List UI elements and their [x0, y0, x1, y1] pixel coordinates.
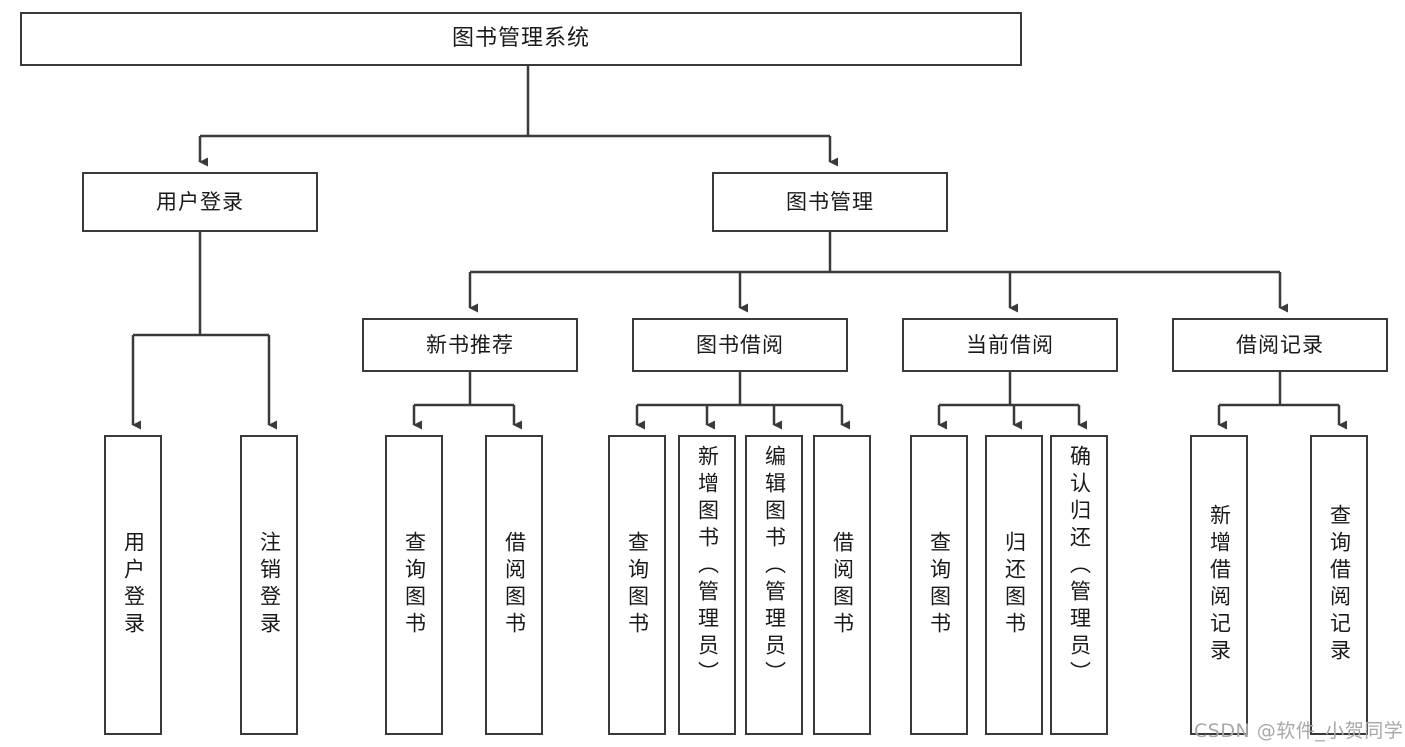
node-label: 新增借阅记录: [1207, 504, 1232, 666]
node-label: 编辑图书（管理员）: [762, 445, 787, 688]
node-label: 图书借阅: [696, 332, 784, 357]
node-label: 查询借阅记录: [1327, 504, 1352, 666]
node-current-borrow[interactable]: 当前借阅: [902, 318, 1118, 372]
node-leaf-query-book-3[interactable]: 查询图书: [910, 435, 968, 735]
watermark: CSDN @软件_小贺同学: [1194, 720, 1404, 742]
node-label: 确认归还（管理员）: [1067, 445, 1092, 688]
node-leaf-add-borrow-record[interactable]: 新增借阅记录: [1190, 435, 1248, 735]
node-root[interactable]: 图书管理系统: [20, 12, 1022, 66]
node-label: 查询图书: [927, 531, 952, 639]
node-leaf-borrow-book-1[interactable]: 借阅图书: [485, 435, 543, 735]
node-leaf-confirm-return-admin[interactable]: 确认归还（管理员）: [1050, 435, 1108, 735]
node-label: 借阅图书: [830, 531, 855, 639]
node-leaf-query-borrow-record[interactable]: 查询借阅记录: [1310, 435, 1368, 735]
node-label: 注销登录: [257, 531, 282, 639]
node-label: 用户登录: [156, 189, 244, 214]
node-label: 借阅记录: [1236, 332, 1324, 357]
node-label: 归还图书: [1002, 531, 1027, 639]
node-label: 查询图书: [402, 531, 427, 639]
node-book-manage[interactable]: 图书管理: [712, 172, 948, 232]
node-label: 图书管理: [786, 189, 874, 214]
node-label: 查询图书: [625, 531, 650, 639]
node-label: 新增图书（管理员）: [695, 445, 720, 688]
node-label: 用户登录: [121, 531, 146, 639]
node-label: 借阅图书: [502, 531, 527, 639]
node-leaf-query-book-2[interactable]: 查询图书: [608, 435, 666, 735]
node-label: 图书管理系统: [451, 26, 590, 52]
node-leaf-query-book-1[interactable]: 查询图书: [385, 435, 443, 735]
node-new-book-recommend[interactable]: 新书推荐: [362, 318, 578, 372]
node-user-login[interactable]: 用户登录: [82, 172, 318, 232]
node-book-borrow[interactable]: 图书借阅: [632, 318, 848, 372]
node-leaf-add-book-admin[interactable]: 新增图书（管理员）: [678, 435, 736, 735]
node-leaf-return-book[interactable]: 归还图书: [985, 435, 1043, 735]
node-borrow-record[interactable]: 借阅记录: [1172, 318, 1388, 372]
node-leaf-edit-book-admin[interactable]: 编辑图书（管理员）: [745, 435, 803, 735]
node-label: 当前借阅: [966, 332, 1054, 357]
node-leaf-user-login[interactable]: 用户登录: [104, 435, 162, 735]
node-label: 新书推荐: [426, 332, 514, 357]
node-leaf-logout-login[interactable]: 注销登录: [240, 435, 298, 735]
node-leaf-borrow-book-2[interactable]: 借阅图书: [813, 435, 871, 735]
